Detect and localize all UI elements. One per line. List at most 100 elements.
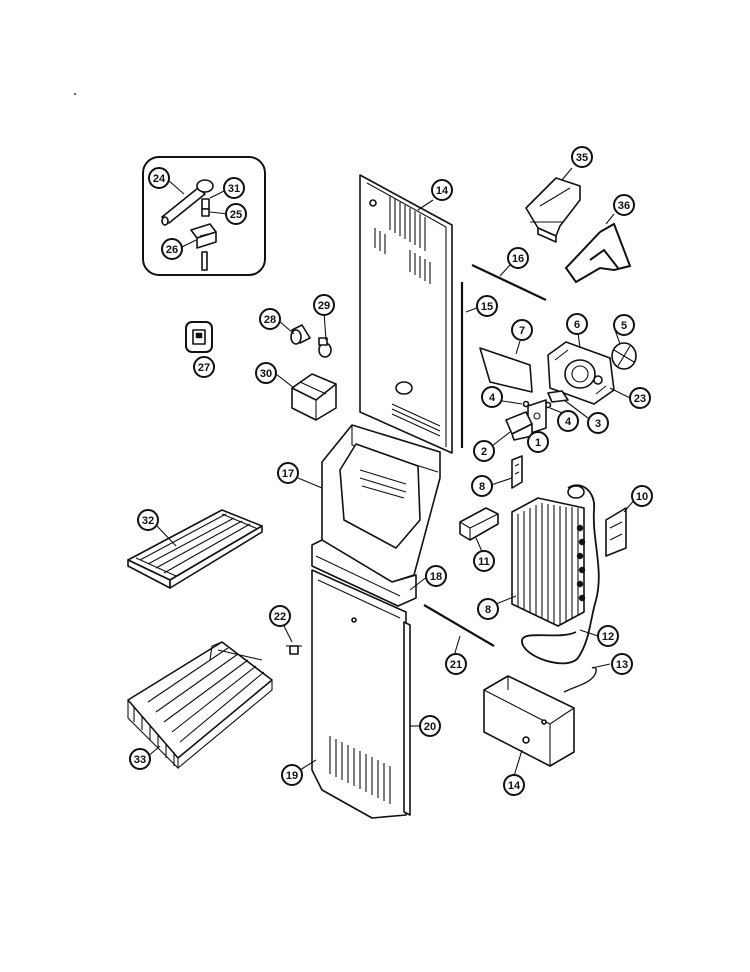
leader-lines (145, 167, 637, 777)
callout-17-label: 16 (512, 253, 524, 265)
callout-30: 29 (313, 294, 335, 316)
part-20-lower-panel (311, 569, 407, 819)
callouts: 14 35 36 16 15 7 6 5 (129, 146, 653, 796)
part-21-strip (403, 621, 411, 816)
callout-15-label: 14 (436, 185, 449, 197)
part-5-fan-blade (611, 342, 637, 370)
callout-5: 5 (613, 314, 635, 336)
part-9-clip (511, 455, 523, 489)
part-22-strip (423, 604, 495, 647)
part-33-shelf (127, 509, 263, 589)
callout-19-label: 18 (430, 571, 442, 583)
part-15-upper-panel (359, 174, 453, 454)
part-19-strip (311, 539, 417, 607)
callout-12-label: 12 (602, 631, 614, 643)
part-20-vents (329, 736, 391, 804)
callout-26-label: 25 (230, 209, 242, 221)
callout-30-label: 29 (318, 300, 330, 312)
part-2-bracket (505, 411, 533, 441)
part-17-strip (471, 264, 547, 301)
part-12-heater (521, 484, 600, 665)
callout-3-label: 3 (595, 418, 601, 430)
callout-27-label: 26 (166, 244, 178, 256)
part-14-drain-pan (483, 675, 575, 767)
part-35-bracket (525, 177, 581, 243)
callout-32: 31 (223, 177, 245, 199)
callout-24: 23 (629, 387, 651, 409)
part-11-block (459, 507, 499, 541)
part-3-bracket (547, 390, 569, 403)
callout-20: 19 (281, 764, 303, 786)
part-8-evaporator (511, 497, 586, 627)
callout-16: 15 (476, 295, 498, 317)
callout-18: 17 (277, 462, 299, 484)
part-24-hub (593, 375, 603, 385)
part-28-cap (185, 321, 213, 353)
callout-21: 20 (419, 715, 441, 737)
part-4-washer-a (522, 400, 530, 408)
callout-6-label: 6 (574, 319, 580, 331)
part-15-vents-bottom (391, 403, 441, 437)
callout-10: 10 (631, 485, 653, 507)
part-30-bulb (318, 337, 332, 358)
callout-36-label: 36 (618, 200, 630, 212)
callout-25-label: 24 (153, 173, 166, 185)
callout-12: 12 (597, 625, 619, 647)
callout-10-label: 10 (636, 491, 648, 503)
callout-4b: 4 (557, 410, 579, 432)
callout-18-label: 17 (282, 468, 294, 480)
part-32-pin (201, 198, 210, 217)
part-18-duct-cover (321, 424, 441, 583)
callout-11-label: 11 (478, 556, 490, 568)
callout-28: 27 (193, 356, 215, 378)
callout-35-label: 35 (576, 152, 588, 164)
callout-36: 36 (613, 194, 635, 216)
callout-17: 16 (507, 247, 529, 269)
callout-4a: 4 (481, 386, 503, 408)
part-25-tube (161, 179, 214, 226)
part-15-vents-top (389, 196, 426, 251)
callout-8-label: 8 (485, 604, 491, 616)
callout-20-label: 19 (286, 770, 298, 782)
part-6-fan-housing (547, 341, 615, 405)
part-13-wire (563, 666, 597, 693)
callout-14-label: 14 (508, 780, 521, 792)
callout-24-label: 23 (634, 393, 646, 405)
callout-34: 33 (129, 748, 151, 770)
part-27-clip (190, 223, 217, 249)
scan-speck (74, 93, 76, 95)
callout-22-label: 21 (450, 659, 462, 671)
callout-21-label: 20 (424, 721, 436, 733)
callout-13-label: 13 (616, 659, 628, 671)
part-8-coil-bends (576, 524, 586, 602)
callout-31-label: 30 (260, 368, 272, 380)
callout-35: 35 (571, 146, 593, 168)
callout-22: 21 (445, 653, 467, 675)
part-7-plate (479, 347, 533, 393)
callout-23-label: 22 (274, 611, 286, 623)
callout-29-label: 28 (264, 314, 276, 326)
callout-8: 8 (477, 598, 499, 620)
callout-2-label: 2 (481, 446, 487, 458)
callout-14: 14 (503, 774, 525, 796)
callout-25: 24 (148, 167, 170, 189)
callout-3: 3 (587, 412, 609, 434)
callout-11: 11 (473, 550, 495, 572)
callout-16-label: 15 (481, 301, 493, 313)
callout-4a-label: 4 (489, 392, 496, 404)
callout-15: 14 (431, 179, 453, 201)
callout-28-label: 27 (198, 362, 210, 374)
callout-2: 2 (473, 440, 495, 462)
callout-31: 30 (255, 362, 277, 384)
callout-4b-label: 4 (565, 416, 572, 428)
callout-27: 26 (161, 238, 183, 260)
part-10-bracket (605, 507, 627, 557)
callout-33: 32 (137, 509, 159, 531)
callout-26: 25 (225, 203, 247, 225)
callout-32-label: 31 (228, 183, 240, 195)
callout-7: 7 (511, 319, 533, 341)
callout-29: 28 (259, 308, 281, 330)
callout-9-label: 8 (479, 481, 485, 493)
callout-13: 13 (611, 653, 633, 675)
